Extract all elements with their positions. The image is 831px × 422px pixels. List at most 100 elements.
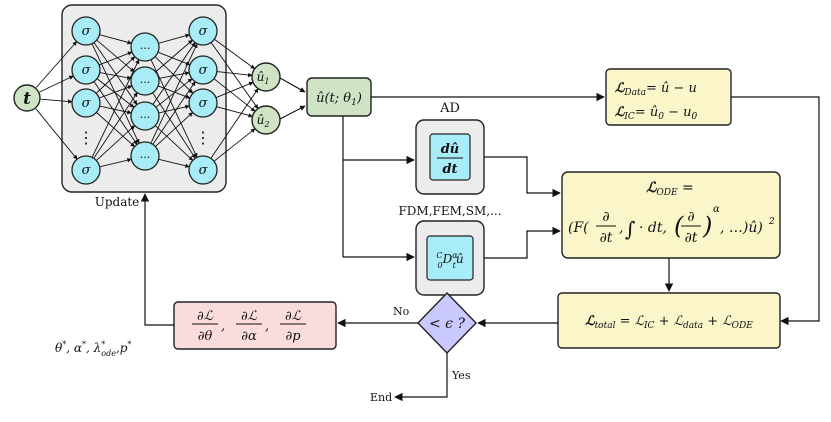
svg-text:û1: û1 [257,70,270,86]
edge-hidden [152,81,196,145]
numeric-label: FDM,FEM,SM,... [398,204,501,218]
hidden-node [130,32,160,62]
svg-text:∂t: ∂t [685,230,698,246]
edge-l3-output [214,38,256,70]
svg-text:,: , [265,319,269,334]
hidden-ellipsis: ... [140,108,151,121]
hidden-ellipsis: ... [140,39,151,52]
svg-text:∂ℒ: ∂ℒ [241,309,258,324]
ad-den: dt [442,162,457,177]
output-2-label: û [257,113,265,127]
edge-hidden [155,39,193,73]
edge-input-l1 [35,41,78,88]
sigma-label: σ [82,96,92,111]
activation-node [188,16,218,46]
edge-hidden [91,59,140,158]
svg-text:,: , [221,319,225,334]
svg-text:∂ℒ: ∂ℒ [197,309,214,324]
svg-text:∂α: ∂α [241,329,257,344]
edge-hidden [158,33,190,44]
total-loss-eq: ℒtotal = ℒIC + ℒdata + ℒODE [585,314,753,331]
network-edges [35,33,259,168]
edge-hidden [157,51,191,66]
optimal-params: θ*, α*, λ*ode,p* [55,340,131,358]
edge-l3-output [210,88,259,159]
hidden-ellipsis: ... [140,73,151,86]
input-node-t [13,84,41,112]
edge-hidden [93,42,138,105]
svg-text:· dt,: · dt, [639,220,667,236]
edge-hidden [96,125,136,161]
edge-input-l1 [35,108,78,160]
edge-l3-output [210,42,259,109]
svg-text:, …)û): , …)û) [720,220,763,236]
vertical-ellipsis: ⋮ [195,128,211,147]
hidden-ellipsis: ... [140,148,151,161]
edge-hidden [99,34,132,45]
edge-hidden [93,92,138,159]
output-1-sub: 1 [264,77,269,86]
edge-input-l1 [40,98,73,104]
edge-hidden [158,104,190,114]
output-node-1: û1 [251,62,281,92]
activation-node [71,55,101,85]
activation-node [188,55,218,85]
svg-text:∂ℒ: ∂ℒ [285,309,302,324]
edge-hidden [98,51,133,66]
output-1-label: û [257,70,265,84]
activation-node [188,88,218,118]
activation-node [188,155,218,185]
update-label: Update [95,195,140,209]
output-2-sub: 2 [263,120,269,129]
yes-label: Yes [451,369,471,382]
sigma-label: σ [82,63,92,78]
svg-text:∂t: ∂t [600,230,613,246]
output-node-2: û2 [251,105,281,135]
svg-text:,: , [619,220,623,236]
edge-input-l1 [39,75,74,93]
ad-num: dû [441,142,460,157]
sigma-label: σ [199,163,209,178]
sigma-label: σ [199,96,209,111]
edge-hidden [157,85,191,99]
edge-hidden [158,71,190,79]
total-loss-box [557,292,781,349]
no-label: No [393,305,410,318]
sigma-label: σ [82,24,92,39]
ic-loss-eq: ℒIC= û0 − u0 [615,105,698,122]
network-panel [61,4,227,193]
edge-hidden [98,85,133,99]
edge-hidden [152,92,196,159]
input-label: t [23,89,31,109]
end-label: End [370,391,392,404]
network-nodes: σσσ⋮σ............σσσ⋮σ [71,16,218,185]
svg-text:2: 2 [768,217,775,227]
svg-text:(F(: (F( [568,220,589,236]
hidden-node [130,141,160,171]
svg-text:∂: ∂ [602,209,609,225]
edge-hidden [93,81,138,145]
gradients-formula: ∂ℒ ∂θ , ∂ℒ ∂α , ∂ℒ ∂p [192,309,306,344]
edge-hidden [96,112,135,147]
data-loss-eq: ℒData= û − u [615,81,697,98]
activation-node [71,155,101,185]
edge-l3-output [215,81,254,99]
edge-hidden [99,157,132,168]
edge-hidden [158,158,190,168]
edge-hidden [155,112,193,147]
sigma-label: σ [82,163,92,178]
ad-derivative-box [429,133,471,181]
sigma-label: σ [199,63,209,78]
fractional-op-box [426,235,474,281]
edge-l3-output [213,128,256,162]
edge-l3-output [216,71,253,78]
hidden-node [130,101,160,131]
svg-text:û2: û2 [257,113,270,129]
ode-loss-box [561,171,781,259]
ode-loss-formula: (F( ∂ ∂t , ∫ · dt, ( ∂ ∂t ) α , …)û) 2 [568,204,775,246]
ode-loss-title: ℒODE = [646,180,693,198]
svg-text:α: α [713,204,720,215]
hidden-node [130,66,160,96]
